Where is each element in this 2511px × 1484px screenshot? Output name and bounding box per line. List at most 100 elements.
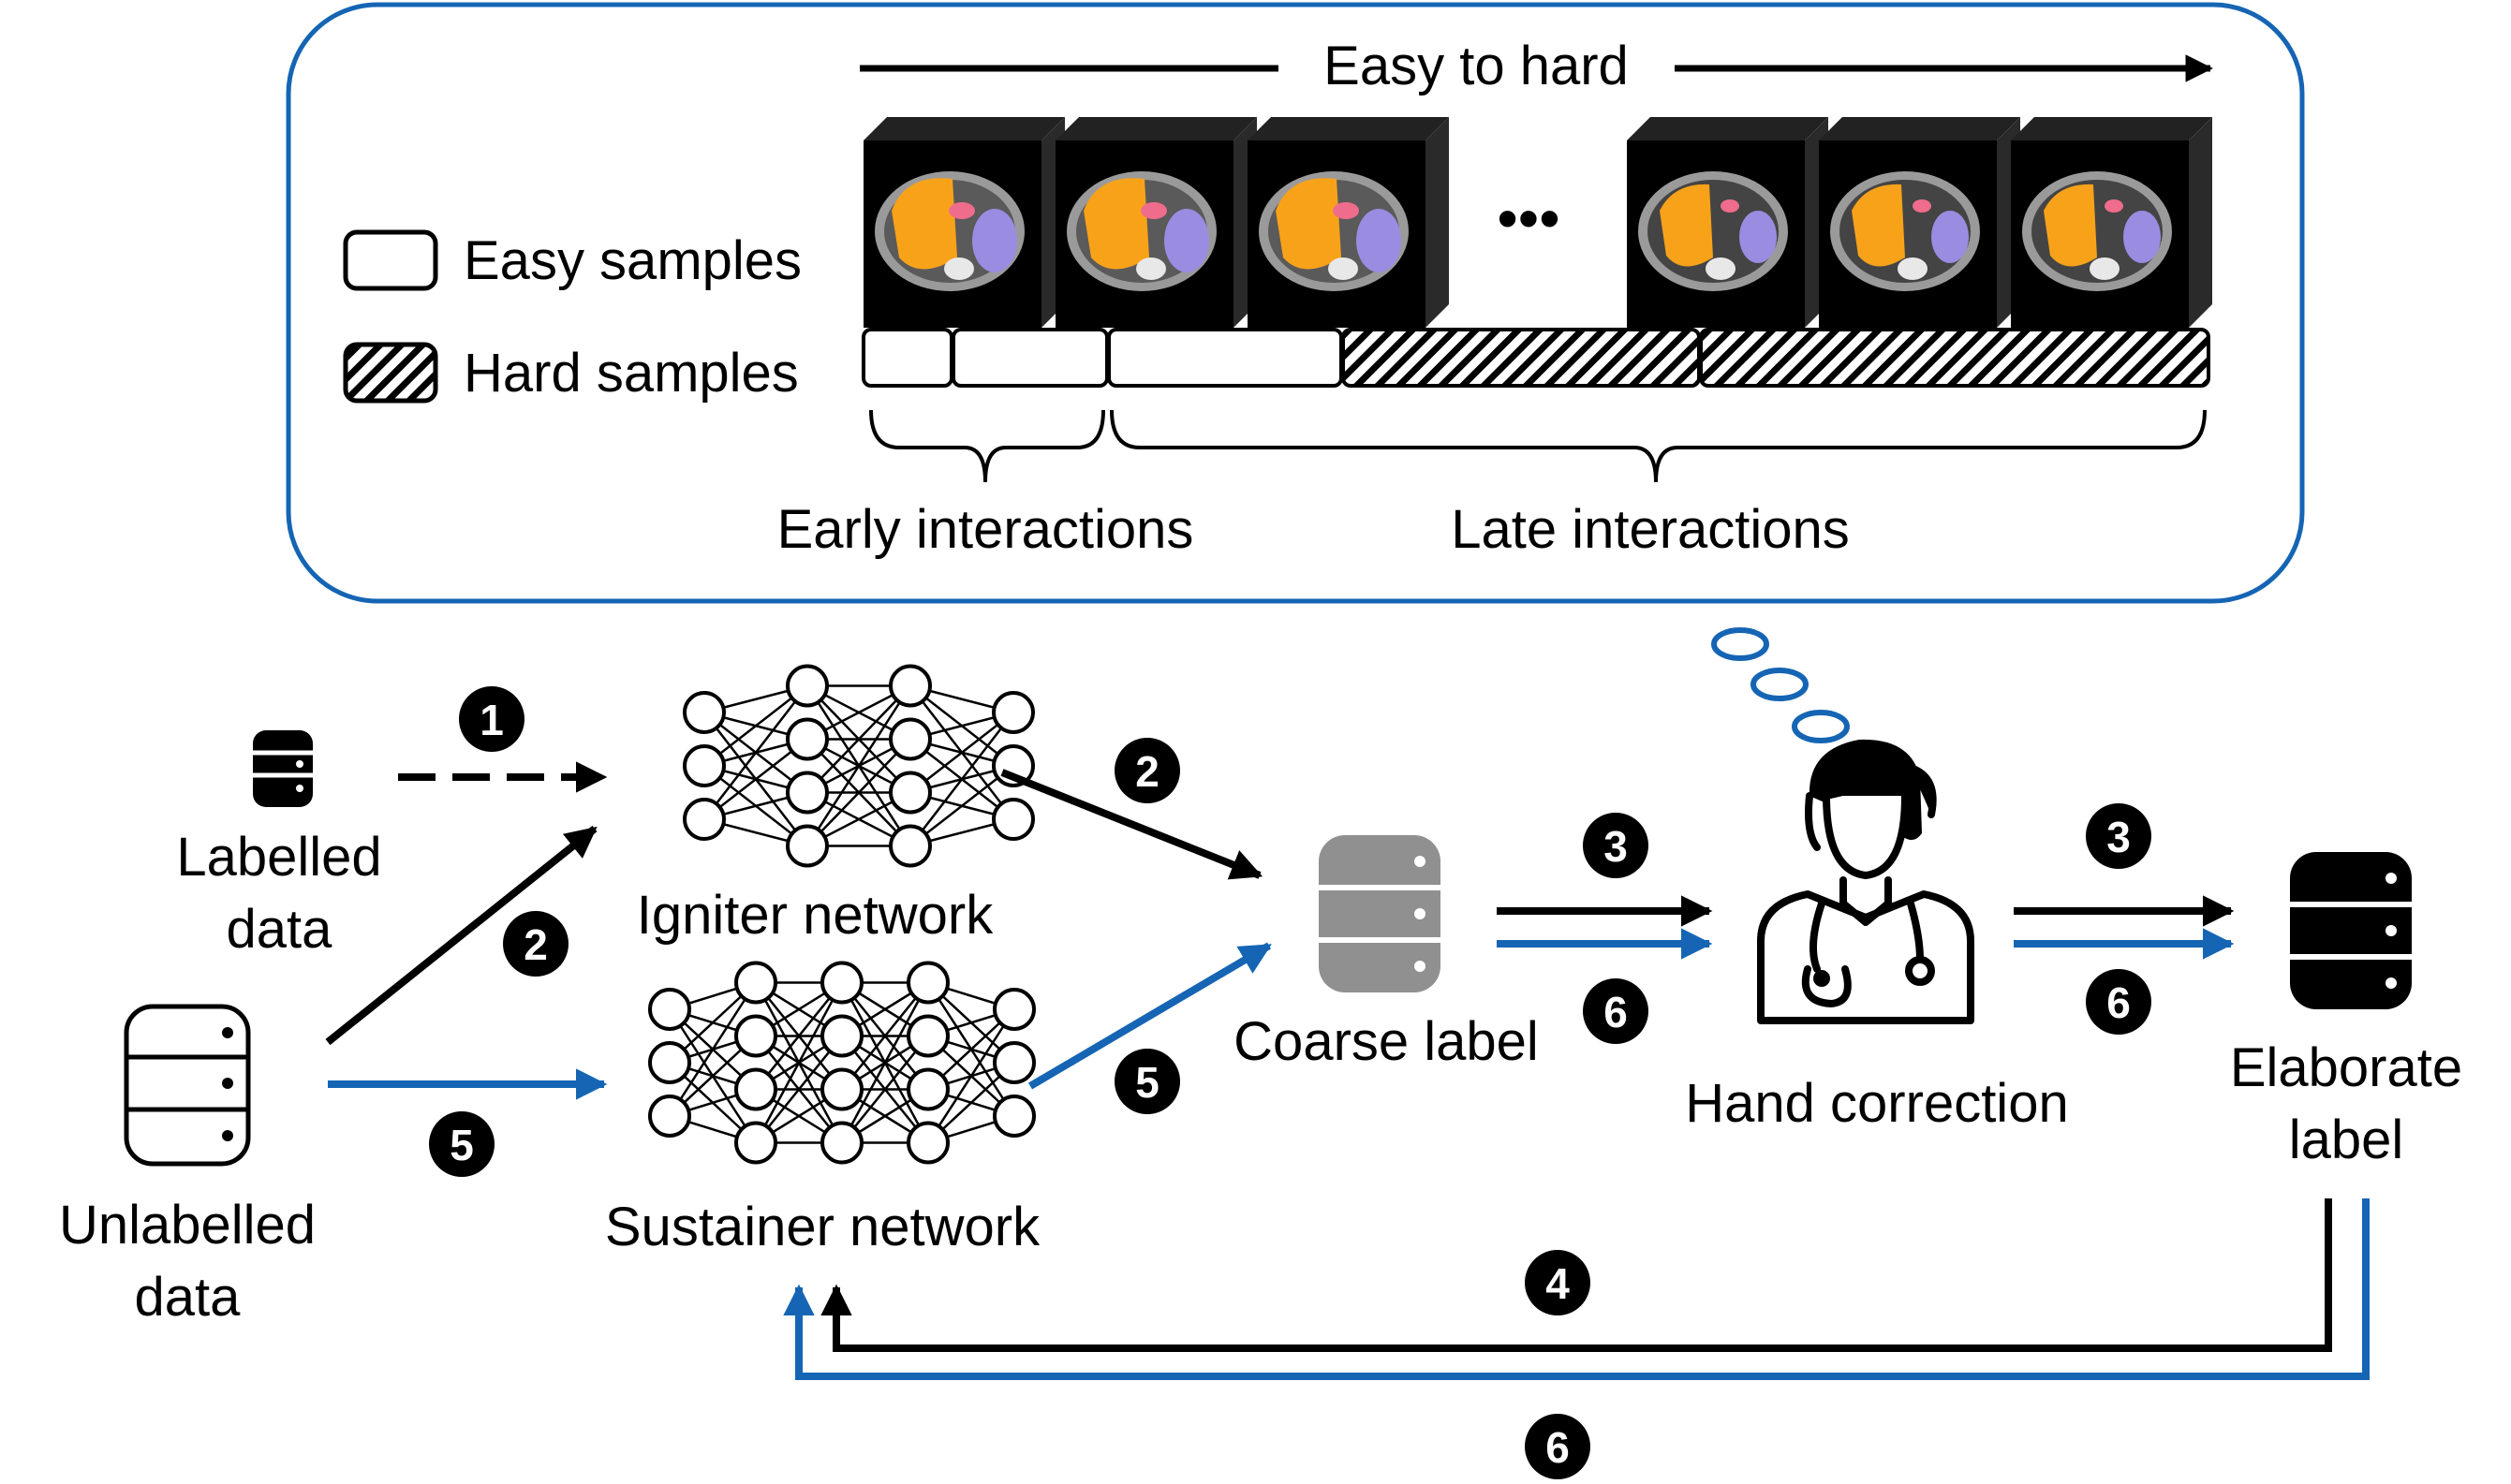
network-node xyxy=(889,717,932,761)
ct-slice xyxy=(864,117,1065,328)
ct-slice xyxy=(1056,117,1257,328)
network-edge xyxy=(703,684,808,820)
sample-block-easy xyxy=(952,328,1109,388)
ct-image-stack-easy xyxy=(864,117,1449,328)
legend-hard-label: Hard samples xyxy=(464,343,799,404)
bracket-label-late: Late interactions xyxy=(1451,499,1850,560)
svg-text:6: 6 xyxy=(1545,1423,1570,1472)
thought-bubble-icon xyxy=(1711,627,1850,743)
sample-block-easy xyxy=(1107,328,1343,388)
axis-label: Easy to hard xyxy=(1323,36,1629,96)
doctor-icon xyxy=(1757,739,1974,1024)
step-badge-4: 4 xyxy=(1525,1250,1590,1315)
network-edge xyxy=(668,981,758,1117)
network-edge xyxy=(841,981,929,1091)
sample-block-easy xyxy=(862,328,953,388)
igniter-network-label: Igniter network xyxy=(637,885,994,946)
ct-slice xyxy=(1248,117,1449,328)
network-node xyxy=(786,664,829,708)
top-panel: Easy to hard Easy samples Hard samples xyxy=(286,2,2305,604)
network-edge xyxy=(755,981,843,1091)
elaborate-db-icon xyxy=(2290,852,2412,1009)
network-edge xyxy=(754,981,844,1144)
network-node xyxy=(907,1121,950,1165)
bracket-early xyxy=(869,409,1105,483)
legend-easy-swatch xyxy=(343,229,438,291)
sustainer-network-label: Sustainer network xyxy=(605,1197,1041,1257)
ct-slice xyxy=(2011,117,2212,328)
elaborate-label-line2: label xyxy=(2289,1109,2404,1170)
step-badge-6: 6 xyxy=(1525,1414,1590,1479)
network-node xyxy=(734,1121,777,1165)
svg-text:3: 3 xyxy=(2106,813,2131,861)
unlabelled-data-label-line2: data xyxy=(135,1267,242,1328)
network-node xyxy=(734,1067,777,1111)
step-badge-2: 2 xyxy=(1115,738,1180,803)
network-node xyxy=(683,798,726,841)
step-badge-1: 1 xyxy=(459,686,524,752)
network-edge xyxy=(755,1035,843,1144)
labelled-data-label-line1: Labelled xyxy=(176,827,381,888)
network-node xyxy=(907,961,950,1005)
network-node xyxy=(820,1067,864,1111)
unlabelled-data-label-line1: Unlabelled xyxy=(59,1195,316,1256)
network-edge xyxy=(909,712,1014,794)
network-node xyxy=(907,1014,950,1058)
step-badge-5: 5 xyxy=(1115,1049,1180,1114)
step-badge-3: 3 xyxy=(2086,803,2151,869)
step-badge-5: 5 xyxy=(429,1111,495,1177)
svg-text:4: 4 xyxy=(1545,1259,1570,1308)
network-node xyxy=(683,691,726,734)
ellipsis: ••• xyxy=(1497,184,1559,252)
labelled-db-icon xyxy=(253,730,313,807)
sample-block-hard xyxy=(1699,328,2210,388)
network-edge xyxy=(703,738,808,820)
network-node xyxy=(786,717,829,761)
svg-text:6: 6 xyxy=(2106,978,2131,1027)
svg-text:5: 5 xyxy=(1135,1058,1159,1107)
network-node xyxy=(648,988,691,1031)
network-edge xyxy=(841,1035,929,1144)
step-badge-3: 3 xyxy=(1583,813,1648,878)
network-node xyxy=(820,1121,864,1165)
legend-hard-swatch xyxy=(343,342,438,404)
arrows xyxy=(325,761,2370,1380)
sample-block-hard xyxy=(1341,328,1701,388)
labelled-data-label-line2: data xyxy=(227,899,333,960)
network-edge xyxy=(806,738,911,847)
elaborate-label-line1: Elaborate xyxy=(2230,1037,2462,1098)
step-badge-6: 6 xyxy=(1583,978,1648,1044)
hand-correction-label: Hand correction xyxy=(1685,1073,2068,1134)
network-node xyxy=(992,691,1035,734)
ct-slice xyxy=(1627,117,1828,328)
network-node xyxy=(993,1041,1036,1084)
network-edge xyxy=(926,1008,1016,1144)
network-edge xyxy=(909,765,1014,847)
network-edge xyxy=(703,684,808,767)
legend-easy-label: Easy samples xyxy=(464,230,802,291)
unlabelled-db-icon xyxy=(124,1004,251,1167)
svg-text:6: 6 xyxy=(1603,988,1628,1036)
network-node xyxy=(993,1095,1036,1138)
svg-text:2: 2 xyxy=(524,920,548,969)
coarse-db-icon xyxy=(1319,835,1440,992)
coarse-label: Coarse label xyxy=(1233,1011,1539,1072)
ct-slice xyxy=(1819,117,2020,328)
svg-text:3: 3 xyxy=(1603,822,1628,871)
network-node xyxy=(734,961,777,1005)
network-node xyxy=(993,988,1036,1031)
ct-image-stack-hard xyxy=(1627,117,2212,328)
arrow-step2-unlabelled-igniter xyxy=(325,825,598,1046)
network-node xyxy=(648,1041,691,1084)
network-node xyxy=(786,771,829,815)
step-badges: 1 2 2 5 5 3 6 3 xyxy=(429,686,2151,1479)
bracket-label-early: Early interactions xyxy=(777,499,1194,560)
arrow-step6-feedback xyxy=(783,1198,2370,1380)
step-badge-6: 6 xyxy=(2086,969,2151,1035)
sample-blocks xyxy=(862,328,2210,388)
network-node xyxy=(786,824,829,868)
arrow-step4-feedback xyxy=(820,1198,2332,1352)
svg-text:2: 2 xyxy=(1135,747,1159,796)
svg-text:1: 1 xyxy=(480,696,504,744)
network-edge xyxy=(840,981,930,1144)
